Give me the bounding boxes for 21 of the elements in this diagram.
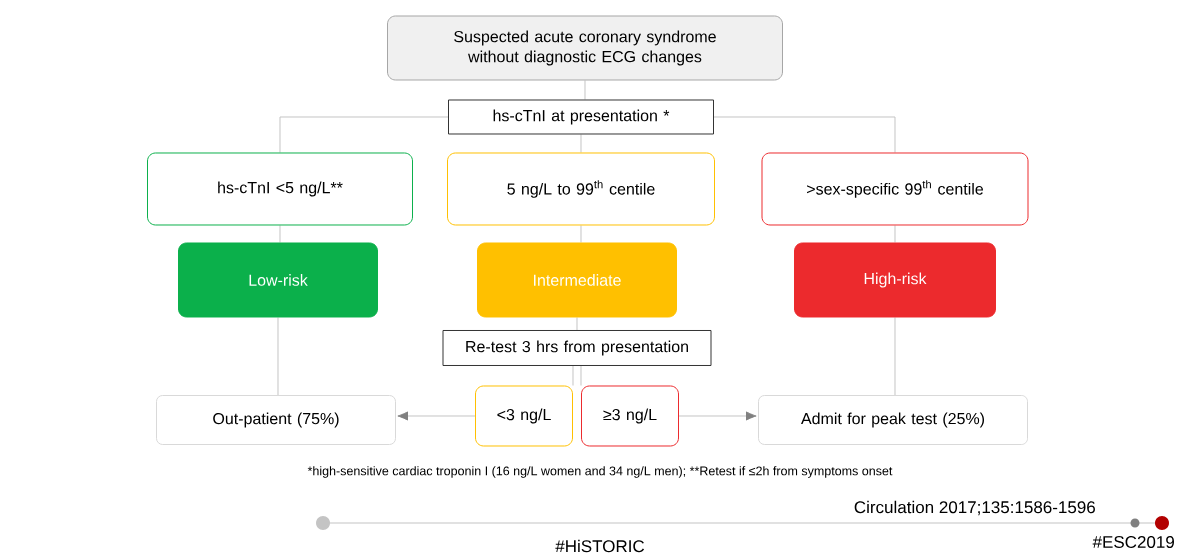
result-box: ≥3 ng/L (581, 385, 679, 447)
outcome-box: Out-patient (75%) (156, 395, 396, 445)
risk-box: Low-risk (178, 242, 378, 318)
step-box: hs-cTnI at presentation * (448, 99, 714, 135)
connector-line (713, 116, 896, 153)
step-box: Re-test 3 hrs from presentation (442, 330, 712, 366)
footnote: *high-sensitive cardiac troponin I (16 ng/L women and 34 ng/L men); **Retest if ≤2h from symptoms onset (307, 466, 893, 478)
risk-box: High-risk (794, 242, 996, 318)
criterion-box: >sex-specific 99$^{th}$ centile (761, 152, 1029, 226)
citation: Circulation 2017;135:1586-1596 (854, 500, 1095, 516)
risk-box: Intermediate (477, 242, 677, 318)
arrow (678, 411, 757, 421)
arrow (397, 411, 476, 421)
hashtag: #ESC2019 (1092, 535, 1174, 548)
result-box: <3 ng/L (475, 385, 573, 447)
criterion-box: 5 ng/L to 99$^{th}$ centile (447, 152, 715, 226)
hashtag: #HiSTORIC (555, 539, 645, 553)
criterion-box: hs-cTnI <5 ng/L** (147, 152, 413, 226)
connector-line (279, 116, 449, 153)
start-box: Suspected acute coronary syndrome without diagnostic ECG changes (387, 15, 783, 81)
outcome-box: Admit for peak test (25%) (758, 395, 1028, 445)
